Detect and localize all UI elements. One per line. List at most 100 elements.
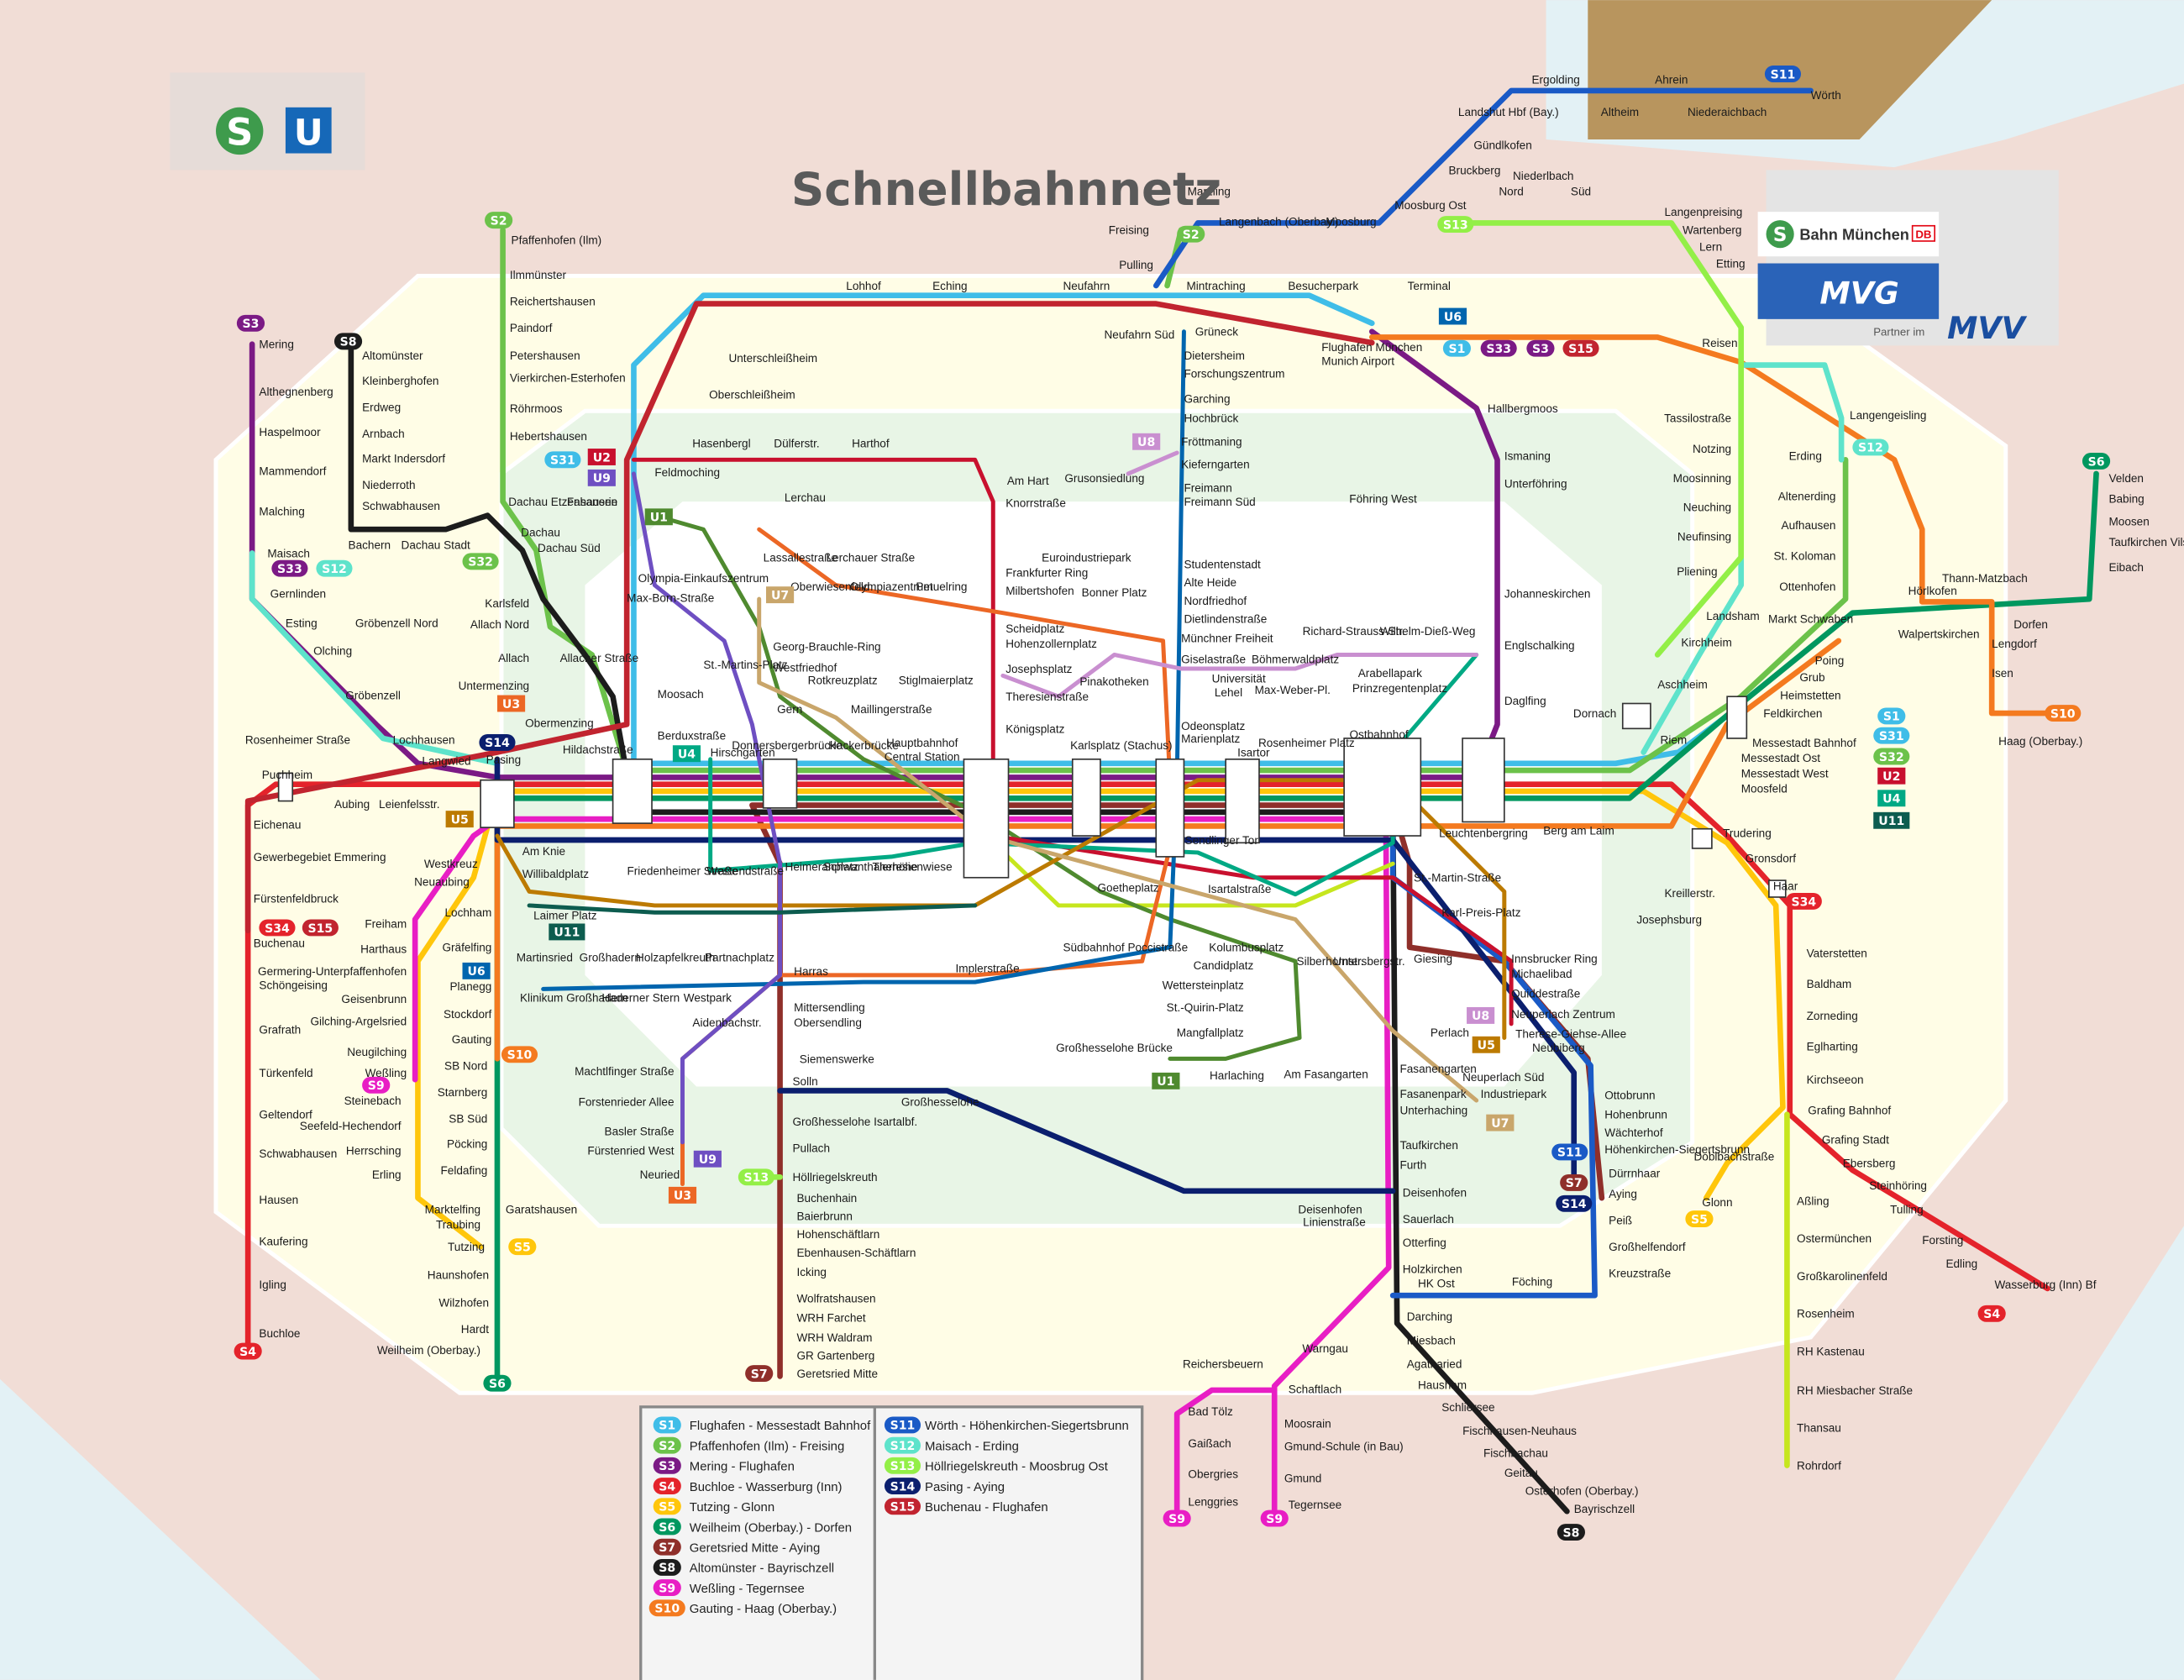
station-label[interactable]: Lerchau	[785, 491, 826, 504]
station-label[interactable]: Garatshausen	[506, 1203, 577, 1215]
station-label[interactable]: Unterhaching	[1399, 1105, 1467, 1117]
station-label[interactable]: Hohenbrunn	[1604, 1109, 1667, 1121]
station-label[interactable]: Obersendling	[794, 1016, 862, 1029]
station-label[interactable]: Hörlkofen	[1908, 585, 1957, 597]
legend-badge-s12[interactable]: S12	[884, 1436, 921, 1454]
station-label[interactable]: Heimstetten	[1780, 690, 1840, 702]
station-label[interactable]: Hausen	[259, 1194, 298, 1206]
station-label[interactable]: Messestadt Ost	[1741, 752, 1821, 764]
station-label[interactable]: SB Süd	[449, 1113, 487, 1126]
interchange-station[interactable]	[480, 779, 515, 828]
station-label[interactable]: Zorneding	[1807, 1010, 1858, 1022]
line-badge-s31[interactable]: S31	[544, 451, 581, 469]
station-label[interactable]: Großhelfendorf	[1609, 1241, 1686, 1253]
station-label[interactable]: Malching	[259, 506, 304, 518]
station-label[interactable]: Tulling	[1890, 1203, 1924, 1215]
station-label[interactable]: Wasserburg (Inn) Bf	[1994, 1278, 2096, 1291]
line-badge-s32[interactable]: S32	[462, 553, 499, 570]
line-badge-u9[interactable]: U9	[587, 469, 616, 486]
station-label[interactable]: Osterhofen (Oberbay.)	[1525, 1484, 1639, 1497]
line-badge-u6[interactable]: U6	[462, 962, 491, 979]
station-label[interactable]: Starnberg	[438, 1086, 488, 1099]
station-label[interactable]: Schwabhausen	[362, 500, 440, 512]
station-label[interactable]: Am Fasangarten	[1284, 1068, 1368, 1081]
line-badge-s3[interactable]: S3	[1526, 339, 1555, 357]
station-label[interactable]: Eichenau	[254, 819, 302, 832]
station-label[interactable]: Ottobrunn	[1604, 1089, 1655, 1101]
line-badge-s11[interactable]: S11	[1551, 1143, 1588, 1161]
station-label[interactable]: Aschheim	[1657, 678, 1708, 690]
station-label[interactable]: Neuaubing	[414, 876, 470, 889]
station-label[interactable]: Aubing	[334, 798, 370, 811]
station-label[interactable]: Gernlinden	[270, 587, 326, 600]
line-badge-s13[interactable]: S13	[738, 1168, 774, 1186]
station-label[interactable]: Fischbachau	[1483, 1447, 1548, 1460]
line-badge-s14[interactable]: S14	[479, 733, 516, 751]
station-label[interactable]: Eibach	[2108, 561, 2144, 574]
station-label[interactable]: Dietlindenstraße	[1184, 612, 1267, 625]
station-label[interactable]: Höhenkirchen-Siegertsbrunn	[1604, 1143, 1750, 1156]
station-label[interactable]: Baierbrunn	[796, 1210, 852, 1223]
station-label[interactable]: Buchenhain	[796, 1192, 857, 1205]
station-label[interactable]: Lochham	[444, 906, 491, 919]
station-label[interactable]: Freimann	[1184, 481, 1231, 494]
station-label[interactable]: Traubing	[436, 1219, 480, 1231]
station-label[interactable]: Moosburg	[1326, 216, 1376, 228]
station-label[interactable]: Moosburg Ost	[1394, 199, 1467, 212]
station-label[interactable]: Schaftlach	[1289, 1383, 1341, 1395]
station-label[interactable]: Wilzhofen	[438, 1296, 489, 1309]
line-badge-s1[interactable]: S1	[1442, 339, 1472, 357]
station-label[interactable]: Industriepark	[1481, 1088, 1547, 1100]
line-badge-s7[interactable]: S7	[745, 1365, 774, 1383]
legend-badge-s7[interactable]: S7	[653, 1538, 681, 1556]
station-label[interactable]: Kreuzstraße	[1609, 1268, 1671, 1280]
station-label[interactable]: Allach Nord	[470, 618, 529, 631]
line-badge-s15[interactable]: S15	[1562, 339, 1599, 357]
station-label[interactable]: Eglharting	[1807, 1040, 1858, 1053]
station-label[interactable]: Klinikum Großhadern	[520, 991, 627, 1004]
line-badge-s14[interactable]: S14	[1556, 1194, 1593, 1212]
station-label[interactable]: Haderner Stern	[601, 991, 680, 1004]
station-label[interactable]: Neuching	[1683, 501, 1731, 514]
station-label[interactable]: Niederroth	[362, 479, 415, 491]
station-label[interactable]: Dachau Stadt	[402, 538, 471, 551]
station-label[interactable]: Deisenhofen	[1298, 1203, 1362, 1215]
interchange-station[interactable]	[762, 758, 798, 809]
station-label[interactable]: Hebertshausen	[510, 430, 587, 443]
station-label[interactable]: Furth	[1399, 1158, 1426, 1171]
station-label[interactable]: Otterfing	[1403, 1236, 1446, 1249]
line-badge-u3[interactable]: U3	[496, 695, 526, 712]
legend-badge-s10[interactable]: S10	[648, 1599, 685, 1617]
station-label[interactable]: Martinsried	[517, 951, 573, 963]
station-label[interactable]: Pöcking	[447, 1137, 487, 1150]
station-label[interactable]: Maillingerstraße	[851, 703, 932, 716]
station-label[interactable]: Am Hart	[1007, 475, 1049, 487]
station-label[interactable]: Pulling	[1119, 259, 1153, 271]
station-label[interactable]: Fürstenfeldbruck	[254, 893, 339, 906]
station-label[interactable]: Fasanenpark	[1399, 1088, 1466, 1100]
station-label[interactable]: Gauting	[452, 1033, 492, 1046]
station-label[interactable]: Isartalstraße	[1208, 883, 1271, 895]
station-label[interactable]: Neufahrn Süd	[1104, 328, 1174, 341]
station-label[interactable]: Paindorf	[510, 322, 553, 334]
station-label[interactable]: Schwanthalerhöhe	[823, 860, 917, 873]
line-badge-s12[interactable]: S12	[1852, 438, 1889, 456]
station-label[interactable]: Goetheplatz	[1097, 881, 1158, 894]
station-label[interactable]: Kirchheim	[1681, 637, 1731, 649]
station-label[interactable]: Neuperlach Zentrum	[1511, 1008, 1615, 1021]
station-label[interactable]: Hardt	[461, 1323, 489, 1336]
station-label[interactable]: Warngau	[1302, 1342, 1348, 1355]
station-label[interactable]: Agatharied	[1407, 1357, 1462, 1370]
station-label[interactable]: Leuchtenbergring	[1439, 827, 1528, 840]
station-label[interactable]: Bruckberg	[1448, 164, 1500, 176]
station-label[interactable]: Gewerbegebiet Emmering	[254, 851, 386, 864]
station-label[interactable]: Milbertshofen	[1005, 585, 1074, 597]
station-label[interactable]: Aying	[1609, 1188, 1637, 1200]
station-label[interactable]: Südbahnhof Poccistraße	[1063, 942, 1188, 954]
station-label[interactable]: Machtlfinger Straße	[575, 1065, 674, 1078]
station-label[interactable]: Thansau	[1797, 1422, 1841, 1435]
station-label[interactable]: Mammendorf	[259, 465, 326, 478]
station-label[interactable]: Marktelfing	[425, 1203, 480, 1215]
station-label[interactable]: Langenpreising	[1665, 206, 1743, 218]
station-label[interactable]: Josephsplatz	[1005, 663, 1072, 675]
